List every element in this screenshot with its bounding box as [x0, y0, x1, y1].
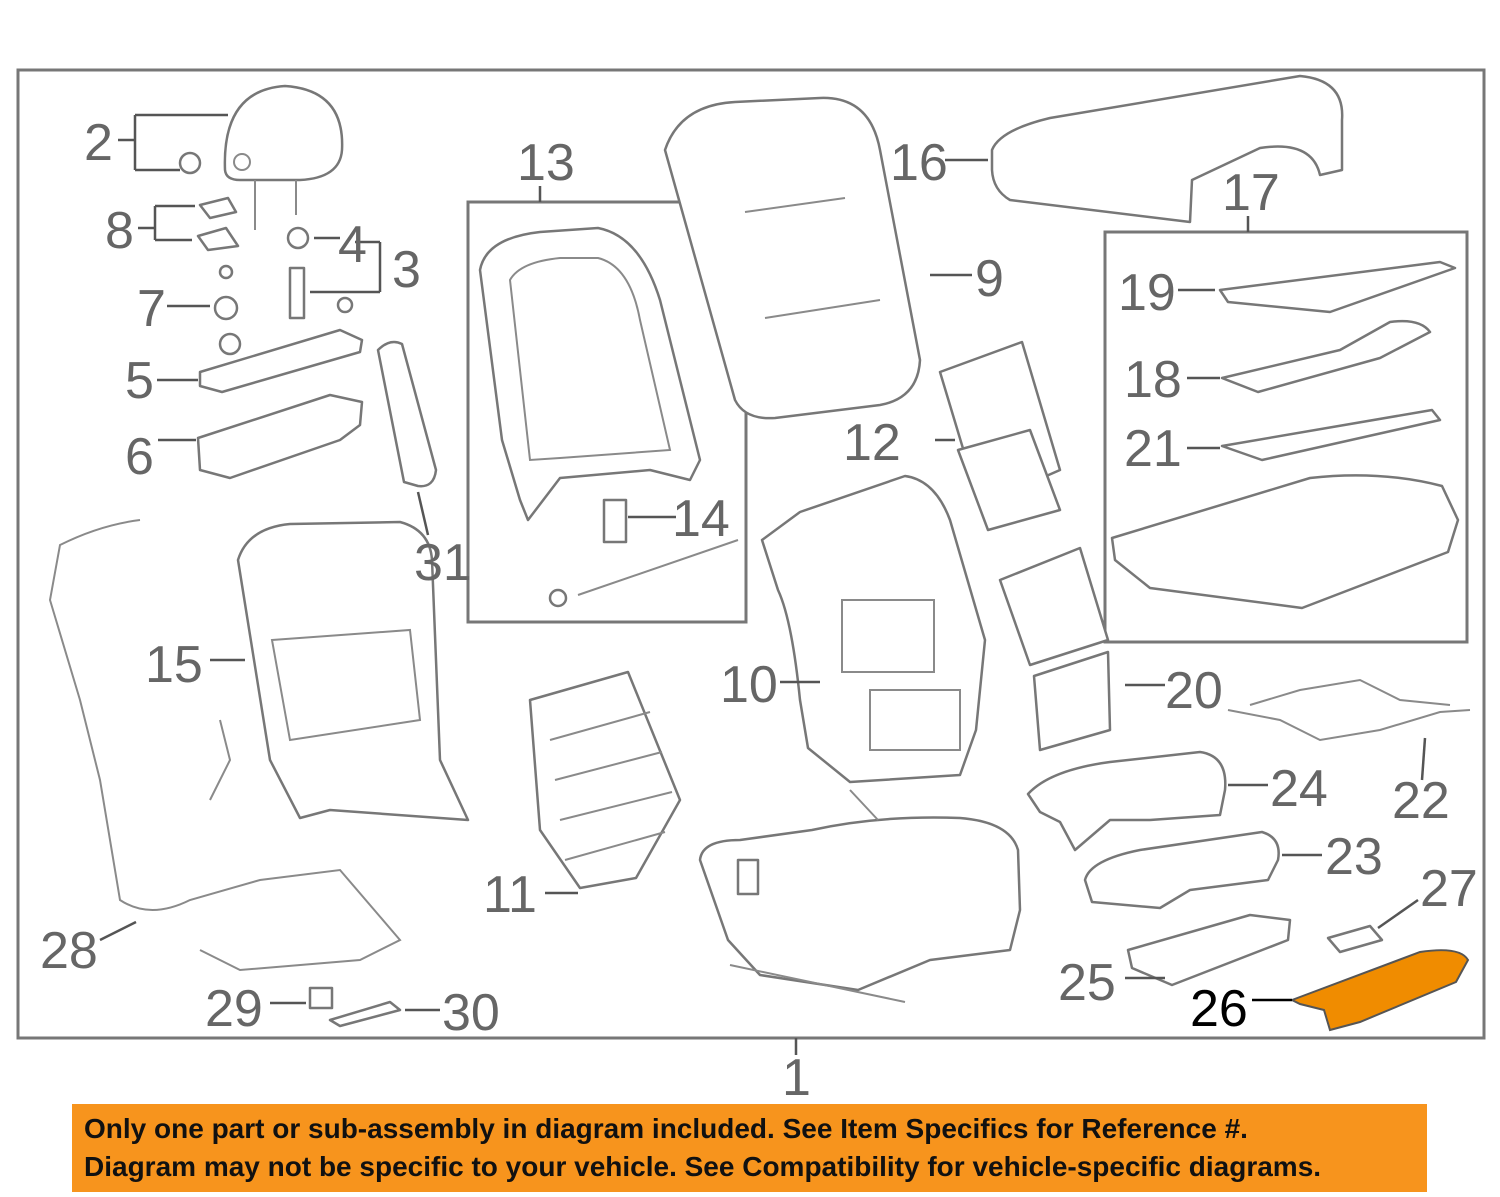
- callout-13: 13: [517, 134, 575, 192]
- callout-11: 11: [483, 866, 537, 924]
- cushion-pad-part: [1110, 474, 1460, 610]
- callout-7: 7: [137, 280, 166, 338]
- callout-12: 12: [843, 414, 901, 472]
- callout-4: 4: [338, 216, 367, 274]
- harness-22-part: [1227, 678, 1471, 742]
- headrest-part: [178, 84, 344, 230]
- seatback-foam-part: [760, 474, 987, 784]
- disclaimer-line-1: Only one part or sub-assembly in diagram…: [84, 1113, 1248, 1144]
- fastener-parts: [213, 226, 354, 356]
- seatback-foam-pocket: [841, 599, 935, 673]
- spring-frame-wires: [549, 711, 673, 861]
- seatback-foam-pocket-2: [869, 689, 961, 751]
- callout-10: 10: [720, 656, 778, 714]
- lumbar-pad-part: [998, 546, 1110, 667]
- seat-switch: [736, 858, 760, 896]
- callout-9: 9: [975, 250, 1004, 308]
- callout-27: 27: [1420, 860, 1478, 918]
- callout-6: 6: [125, 428, 154, 486]
- callout-17: 17: [1222, 164, 1280, 222]
- callout-25: 25: [1058, 954, 1116, 1012]
- callout-8: 8: [105, 202, 134, 260]
- heater-mat-12b-part: [956, 428, 1062, 532]
- bracket-part: [196, 393, 364, 480]
- callout-3: 3: [392, 241, 421, 299]
- callout-19: 19: [1118, 264, 1176, 322]
- wire-harness-28-part: [48, 519, 402, 972]
- lumbar-pad-lower-part: [1032, 650, 1112, 752]
- callout-26: 26: [1190, 980, 1248, 1038]
- back-panel-cutout: [270, 628, 422, 742]
- callout-28: 28: [40, 922, 98, 980]
- spring-frame-part: [528, 670, 682, 890]
- back-panel-part: [236, 520, 470, 822]
- callout-18: 18: [1124, 351, 1182, 409]
- seatback-frame-part: [478, 226, 739, 608]
- group-17-box: [1103, 230, 1469, 644]
- trim-bezel-part: [198, 328, 364, 394]
- mat-21-part: [1220, 408, 1442, 462]
- diagram-frame: [16, 68, 1486, 1040]
- module-19-part: [1218, 260, 1457, 314]
- callout-16: 16: [890, 134, 948, 192]
- callout-20: 20: [1165, 662, 1223, 720]
- callout-5: 5: [125, 352, 154, 410]
- seat-base-track: [729, 789, 906, 1003]
- callout-30: 30: [442, 984, 500, 1042]
- disclaimer-line-2: Diagram may not be specific to your vehi…: [84, 1151, 1322, 1182]
- callout-15: 15: [145, 636, 203, 694]
- cushion-24-part: [1026, 750, 1227, 852]
- leader-lines: [99, 113, 1427, 1012]
- trim-panel-26-part: [1289, 949, 1470, 1032]
- heater-18-part: [1220, 319, 1432, 394]
- clip-29-part: [308, 986, 334, 1010]
- disclaimer-banner: Only one part or sub-assembly in diagram…: [72, 1104, 1427, 1192]
- seatback-cover-seams: [744, 197, 881, 319]
- callout-24: 24: [1270, 760, 1328, 818]
- side-panel-part: [376, 340, 438, 488]
- switch-27-part: [1326, 924, 1384, 954]
- callout-31: 31: [414, 534, 472, 592]
- callout-labels: 1 2 3 4 5 6 7 8 9 10 11 12 13 14 15 16 1…: [40, 114, 1478, 1107]
- seatback-cover-part: [663, 96, 922, 420]
- bolster-cushion-part: [990, 74, 1344, 224]
- callout-2: 2: [84, 114, 113, 172]
- cushion-23-part: [1083, 830, 1280, 910]
- callout-1: 1: [782, 1049, 811, 1107]
- clip-30-part: [328, 1000, 402, 1028]
- callout-23: 23: [1325, 828, 1383, 886]
- callout-21: 21: [1124, 420, 1182, 478]
- callout-29: 29: [205, 980, 263, 1038]
- tray-25-part: [1126, 913, 1292, 987]
- headrest-guide-part: [196, 196, 240, 252]
- callout-14: 14: [672, 490, 730, 548]
- seat-base-part: [698, 816, 1022, 992]
- callout-22: 22: [1392, 772, 1450, 830]
